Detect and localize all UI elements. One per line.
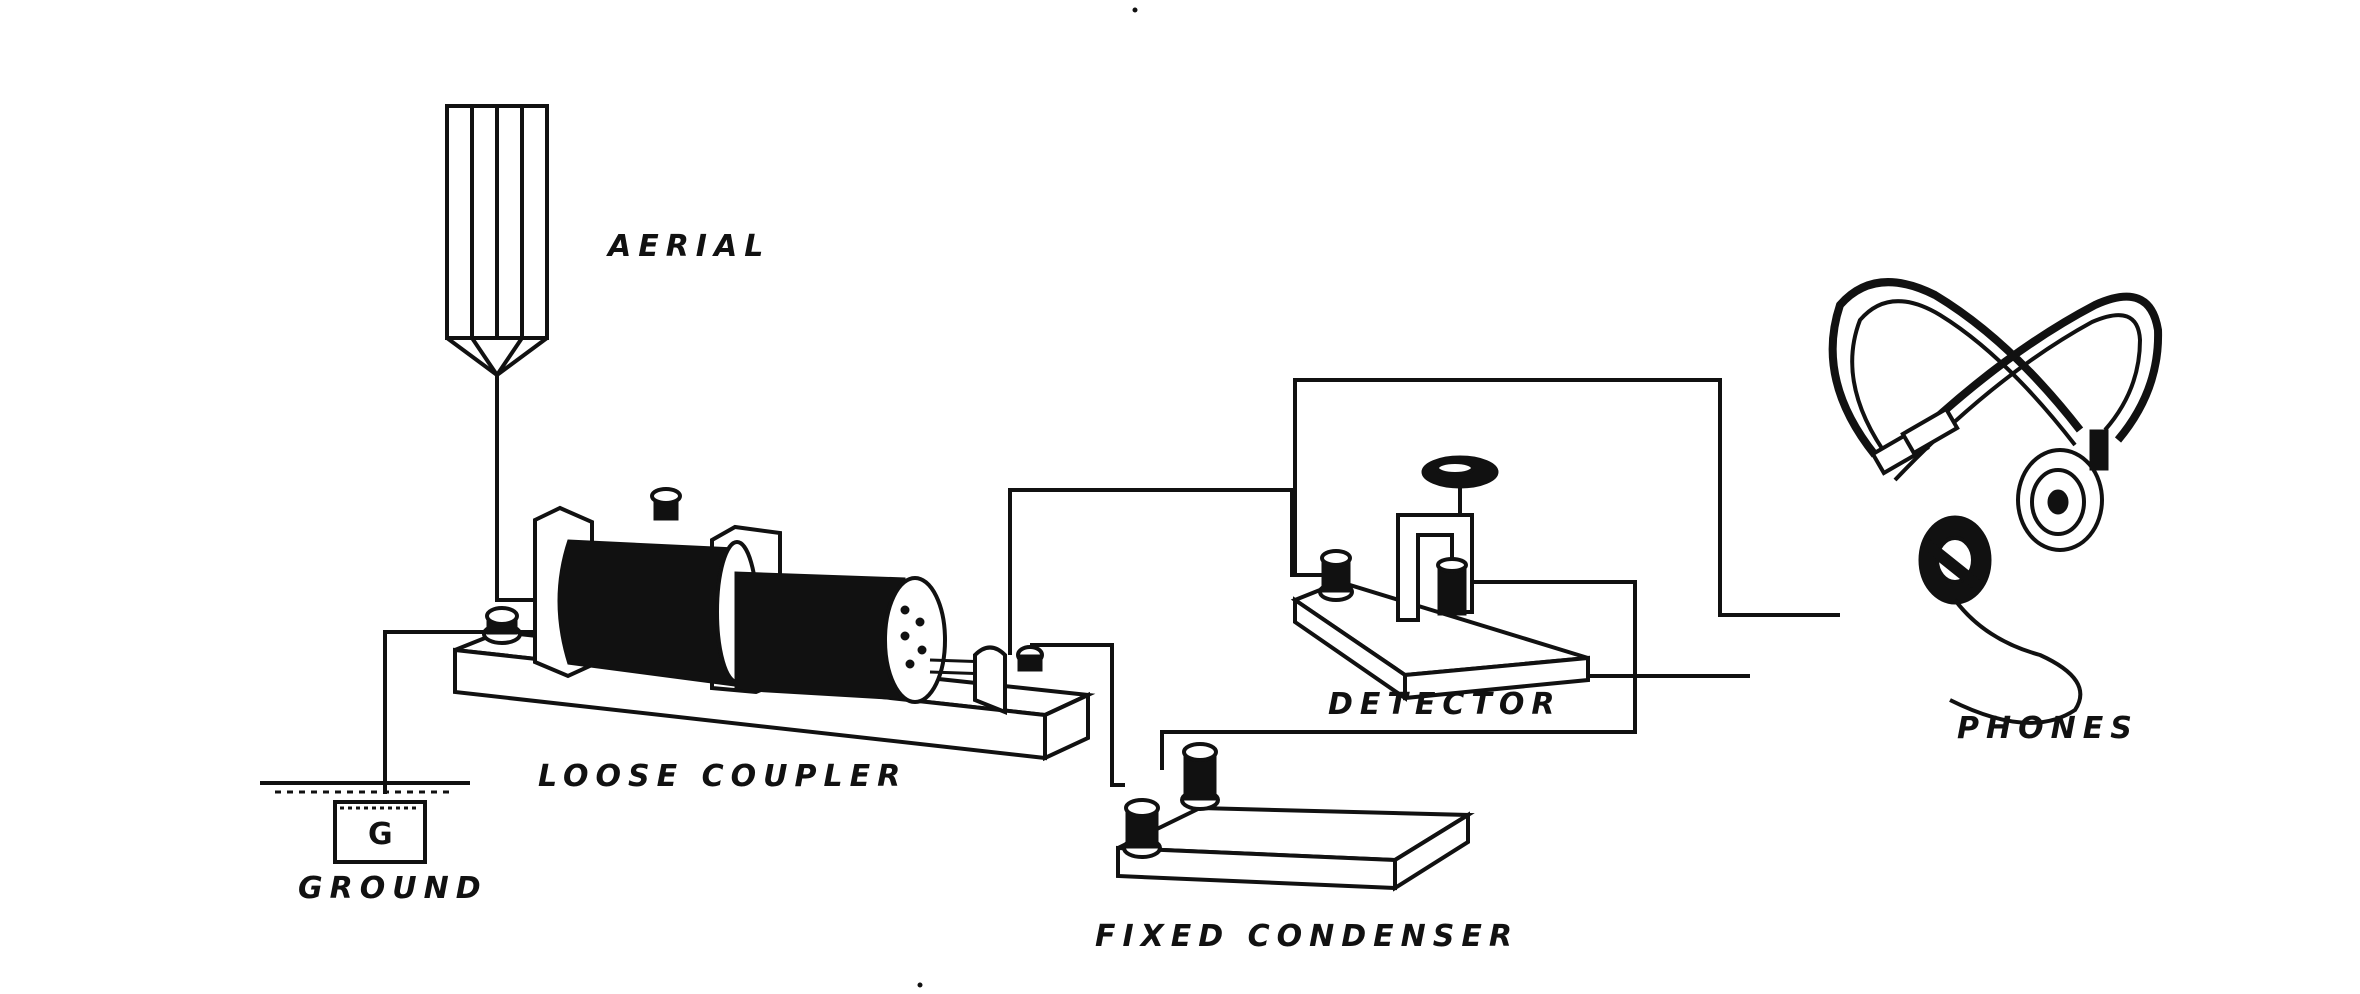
- wire-coupler-to-detector: [1008, 488, 1322, 655]
- headphones: [1828, 278, 2163, 725]
- ground-label: GROUND: [298, 871, 488, 906]
- aerial-antenna: [445, 104, 549, 602]
- fixed-condenser: [1116, 742, 1475, 892]
- wire-detector-to-phones-top: [1293, 378, 1840, 617]
- ground-connection: G: [260, 630, 536, 864]
- fixed-condenser-label: FIXED CONDENSER: [1095, 919, 1519, 954]
- detector-label: DETECTOR: [1328, 687, 1561, 722]
- coupler-binding-post-left: [482, 606, 522, 645]
- loose-coupler: [453, 487, 1096, 762]
- aerial-label: AERIAL: [606, 229, 770, 264]
- ground-plate-letter: G: [368, 817, 393, 852]
- loose-coupler-label: LOOSE COUPLER: [538, 759, 907, 794]
- detector: [1290, 455, 1590, 702]
- wire-coupler-to-condenser: [1030, 643, 1125, 787]
- phones-label: PHONES: [1957, 711, 2139, 746]
- wire-detector-to-condenser: [1160, 580, 1637, 770]
